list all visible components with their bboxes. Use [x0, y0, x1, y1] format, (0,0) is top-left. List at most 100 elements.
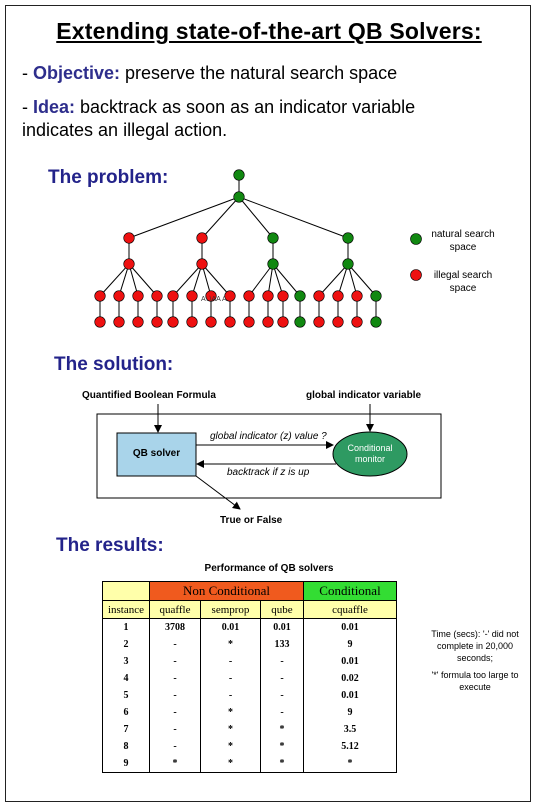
table-cell: 0.01: [303, 687, 397, 704]
tree-edge: [248, 263, 274, 297]
tree-node: [186, 316, 198, 328]
table-cell: 0.01: [303, 618, 397, 636]
table-cell: -: [260, 653, 304, 670]
tree-node: [332, 316, 344, 328]
table-row: 8-**5.12: [102, 738, 397, 755]
tree-edge: [347, 263, 377, 297]
output-arrow: [195, 475, 241, 510]
table-cell: 3.5: [303, 721, 397, 738]
tree-node: [342, 258, 354, 270]
tree-edge: [99, 263, 130, 297]
results-heading: The results:: [56, 535, 164, 556]
non-conditional-header: Non Conditional: [149, 581, 304, 601]
table-cell: 2: [102, 636, 150, 653]
table-cell: *: [200, 721, 261, 738]
col-cquaffle: cquaffle: [303, 600, 397, 619]
table-row: 7-**3.5: [102, 721, 397, 738]
table-row: 6-*-9: [102, 704, 397, 721]
tree-node: [277, 316, 289, 328]
table-row: 4---0.02: [102, 670, 397, 687]
table-cell: *: [200, 738, 261, 755]
tree-node: [94, 290, 106, 302]
tree-node: [243, 290, 255, 302]
tree-node: [205, 290, 217, 302]
col-instance: instance: [102, 600, 150, 619]
idea-line-continued: indicates an illegal action.: [22, 120, 228, 140]
tree-node: [224, 290, 236, 302]
table-row: 5---0.01: [102, 687, 397, 704]
query-label: global indicator (z) value ?: [210, 431, 327, 442]
tree-node: [262, 290, 274, 302]
tree-node: [151, 316, 163, 328]
tree-node: [277, 290, 289, 302]
objective-line: - Objective: preserve the natural search…: [22, 62, 397, 84]
table-cell: *: [260, 721, 304, 738]
tree-node: [294, 290, 306, 302]
tree-edge: [272, 263, 301, 297]
tree-node: [267, 232, 279, 244]
idea-text: backtrack as soon as an indicator variab…: [75, 97, 416, 117]
table-cell: 0.01: [260, 618, 304, 636]
output-label: True or False: [220, 515, 283, 526]
qbf-label: Quantified Boolean Formula: [82, 390, 216, 401]
table-cell: *: [200, 755, 261, 773]
table-cell: -: [200, 687, 261, 704]
col-quaffle: quaffle: [149, 600, 201, 619]
giv-label: global indicator variable: [306, 390, 422, 401]
legend-natural-label: natural search space: [431, 229, 495, 253]
poster-frame: [5, 5, 531, 802]
tree-node: [267, 258, 279, 270]
tree-node: [294, 316, 306, 328]
tree-edge: [128, 196, 240, 239]
tree-inline-label: A\ \AA A: [201, 296, 227, 303]
legend-illegal-label: illegal search space: [433, 270, 493, 294]
tree-node: [224, 316, 236, 328]
table-cell: 133: [260, 636, 304, 653]
table-cell: 5: [102, 687, 150, 704]
table-cell: 9: [303, 704, 397, 721]
tree-node: [205, 316, 217, 328]
tree-node: [233, 191, 245, 203]
tree-node: [167, 316, 179, 328]
tree-node: [167, 290, 179, 302]
tree-node: [132, 316, 144, 328]
table-cell: *: [200, 704, 261, 721]
table-cell: *: [260, 755, 304, 773]
tree-node: [351, 316, 363, 328]
table-cell: 0.01: [200, 618, 261, 636]
table-cell: 7: [102, 721, 150, 738]
tree-node: [233, 169, 245, 181]
legend-natural-dot: [410, 233, 422, 245]
bullet-dash: -: [22, 97, 33, 117]
table-cell: 9: [303, 636, 397, 653]
table-cell: -: [149, 670, 201, 687]
tree-node: [123, 258, 135, 270]
tree-node: [113, 316, 125, 328]
table-cell: 0.01: [303, 653, 397, 670]
table-column-header: instance quaffle semprop qube cquaffle: [102, 600, 397, 619]
table-cell: -: [260, 704, 304, 721]
table-cell: 4: [102, 670, 150, 687]
tree-edge: [238, 196, 349, 239]
tree-node: [313, 316, 325, 328]
tree-node: [370, 316, 382, 328]
col-qube: qube: [260, 600, 304, 619]
tree-node: [313, 290, 325, 302]
tree-node: [351, 290, 363, 302]
table-cell: -: [149, 636, 201, 653]
tree-node: [196, 258, 208, 270]
tree-edge: [128, 263, 158, 297]
qb-solver-label: QB solver: [132, 448, 181, 459]
table-cell: 1: [102, 618, 150, 636]
table-cell: -: [149, 687, 201, 704]
tree-node: [132, 290, 144, 302]
table-cell: 5.12: [303, 738, 397, 755]
table-cell: -: [260, 670, 304, 687]
tree-node: [196, 232, 208, 244]
table-cell: -: [149, 721, 201, 738]
table-cell: 3708: [149, 618, 201, 636]
table-cell: 3: [102, 653, 150, 670]
table-cell: 8: [102, 738, 150, 755]
